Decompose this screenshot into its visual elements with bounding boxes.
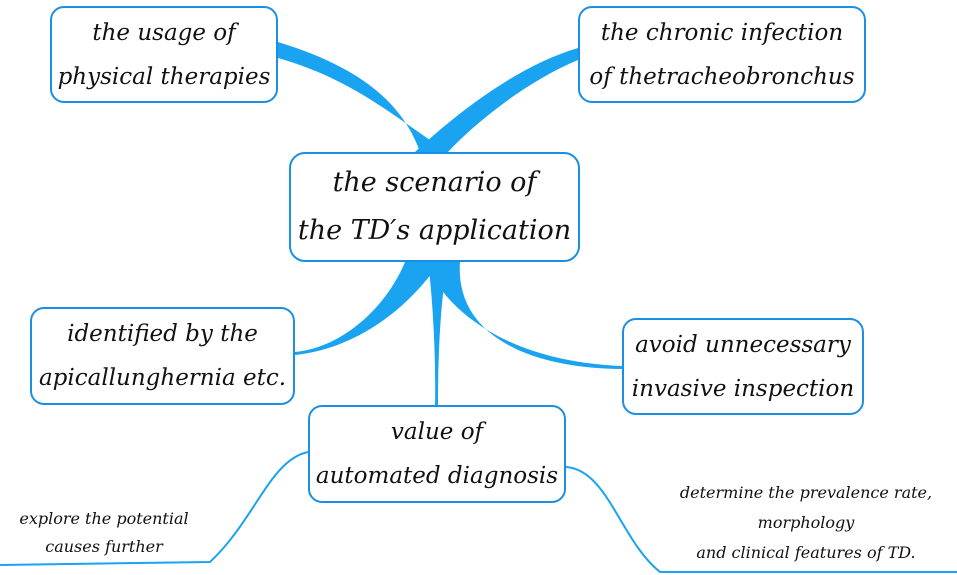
node-chronic-infection[interactable]: the chronic infection of thetracheobronc…: [578, 6, 866, 103]
connector-leaf-left: [0, 451, 309, 566]
node-chronic-infection-line1: the chronic infection: [600, 19, 844, 46]
node-avoid-inspection-line2: invasive inspection: [631, 375, 855, 402]
connector-mid-right: [425, 262, 622, 369]
node-automated-diagnosis[interactable]: value of automated diagnosis: [308, 405, 566, 503]
node-identified-by-line2: apicallunghernia etc.: [38, 365, 287, 391]
node-central-topic[interactable]: the scenario of the TD′s application: [289, 152, 580, 262]
node-identified-by[interactable]: identified by the apicallunghernia etc.: [30, 307, 295, 405]
leaf-explore-causes-line1: explore the potential: [19, 509, 189, 528]
node-physical-therapies-line2: physical therapies: [57, 63, 271, 90]
leaf-explore-causes[interactable]: explore the potential causes further: [4, 505, 204, 561]
leaf-explore-causes-line2: causes further: [45, 537, 163, 556]
connector-bottom: [428, 262, 448, 405]
node-identified-by-line1: identified by the: [67, 321, 258, 347]
connector-mid-left: [295, 262, 440, 355]
node-physical-therapies-line1: the usage of: [92, 19, 236, 46]
node-avoid-inspection[interactable]: avoid unnecessary invasive inspection: [622, 318, 864, 415]
node-central-topic-line1: the scenario of: [332, 167, 537, 198]
node-automated-diagnosis-line2: automated diagnosis: [315, 463, 559, 489]
node-central-topic-line2: the TD′s application: [297, 215, 572, 246]
leaf-prevalence-rate-line1: determine the prevalence rate,: [679, 483, 933, 502]
node-automated-diagnosis-line1: value of: [390, 419, 484, 445]
connector-top-left: [278, 42, 448, 152]
node-chronic-infection-line2: of thetracheobronchus: [589, 63, 855, 90]
node-physical-therapies[interactable]: the usage of physical therapies: [50, 6, 278, 103]
connector-top-right: [415, 48, 578, 152]
node-avoid-inspection-line1: avoid unnecessary: [635, 331, 851, 358]
leaf-prevalence-rate-line3: and clinical features of TD.: [696, 543, 916, 562]
leaf-prevalence-rate[interactable]: determine the prevalence rate, morpholog…: [660, 478, 952, 568]
leaf-prevalence-rate-line2: morphology: [757, 513, 855, 532]
connector-leaf-right: [565, 466, 957, 573]
